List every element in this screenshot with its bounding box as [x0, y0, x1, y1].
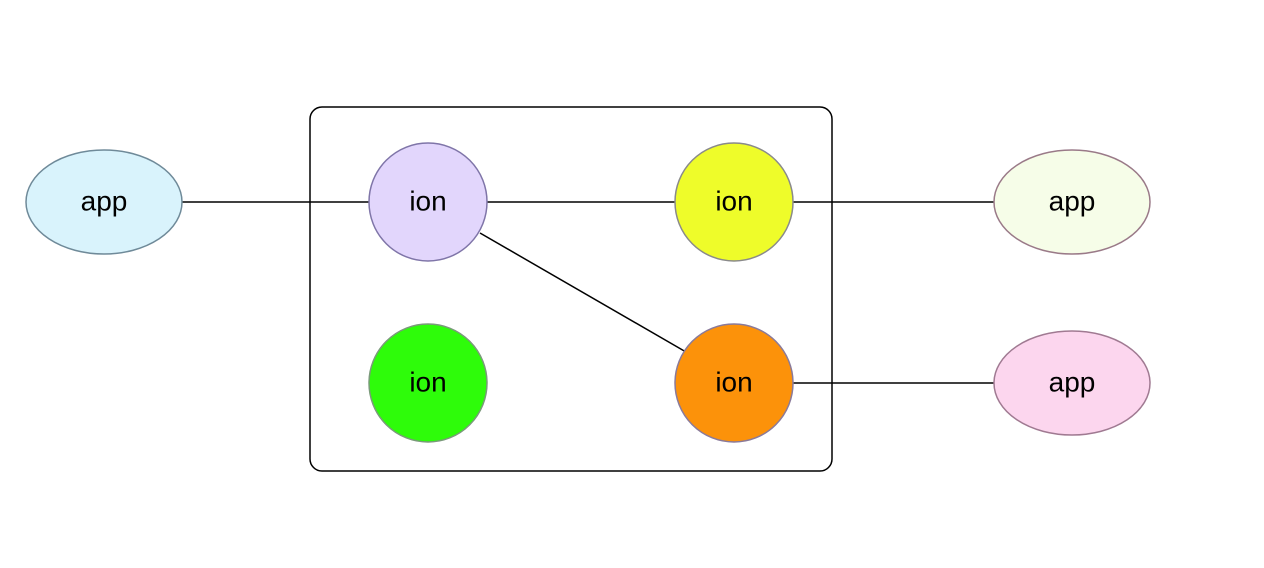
app-node-bottom-right[interactable]: app: [993, 330, 1151, 436]
edge-ion-purple-to-ion-orange: [479, 232, 687, 353]
ion-node-yellow-label: ion: [715, 185, 752, 216]
ion-node-green-shape: [368, 323, 488, 443]
app-node-top-right-label: app: [1049, 185, 1096, 216]
ion-node-yellow[interactable]: ion: [674, 142, 794, 262]
app-node-left-label: app: [81, 185, 128, 216]
ion-node-orange[interactable]: ion: [674, 323, 794, 443]
ion-node-green-label: ion: [409, 366, 446, 397]
ion-node-orange-shape: [674, 323, 794, 443]
app-node-left-shape: [25, 149, 183, 255]
app-node-bottom-right-label: app: [1049, 366, 1096, 397]
app-node-left[interactable]: app: [25, 149, 183, 255]
nodes-layer: app ion ion ion ion app: [25, 142, 1151, 443]
ion-node-orange-label: ion: [715, 366, 752, 397]
ion-group-container: [309, 106, 833, 472]
ion-node-purple[interactable]: ion: [368, 142, 488, 262]
app-node-top-right-shape: [993, 149, 1151, 255]
edges-layer: [182, 201, 995, 384]
ion-node-purple-shape: [368, 142, 488, 262]
ion-node-green[interactable]: ion: [368, 323, 488, 443]
app-node-top-right[interactable]: app: [993, 149, 1151, 255]
ion-node-purple-label: ion: [409, 185, 446, 216]
app-node-bottom-right-shape: [993, 330, 1151, 436]
ion-node-yellow-shape: [674, 142, 794, 262]
